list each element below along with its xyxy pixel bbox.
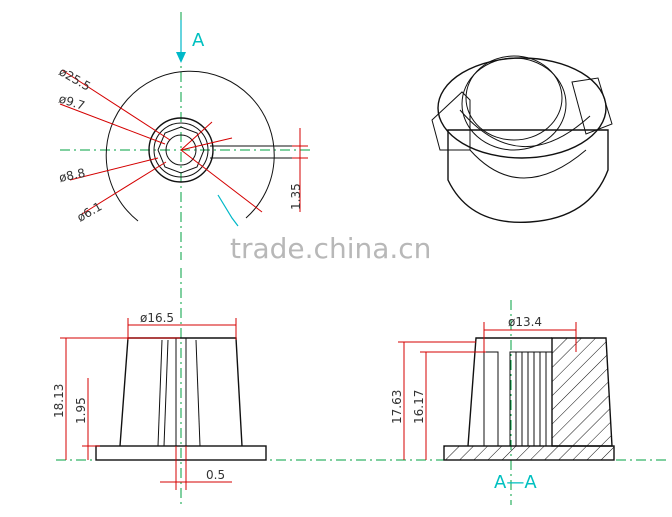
leader-outer xyxy=(61,69,171,141)
top-view-spline-bore xyxy=(157,126,205,174)
leader-ray-2 xyxy=(180,149,263,213)
section-arrow-bottom xyxy=(217,194,239,227)
dim-front-base: 1.95 xyxy=(74,397,88,424)
dim-flat-height: 1.35 xyxy=(289,183,303,210)
dim-front-diameter: ø16.5 xyxy=(140,311,174,325)
leader-inner xyxy=(81,161,167,215)
section-label-bottom: A—A xyxy=(494,472,537,493)
top-view-outer-circle xyxy=(105,70,275,222)
section-view-left-rib xyxy=(483,351,499,447)
dim-mid-diameter: ø9.7 xyxy=(57,92,86,113)
front-view-flute-1 xyxy=(157,339,163,447)
top-view-inner-bore xyxy=(165,134,197,166)
leader-ray-1 xyxy=(180,137,233,151)
front-view-flute-2 xyxy=(163,339,169,447)
iso-flange-right xyxy=(571,77,613,135)
iso-inner-curve xyxy=(459,109,591,148)
dim-section-height: 17.63 xyxy=(390,390,404,424)
section-view: ø13.4 17.63 16.17 A—A xyxy=(390,300,615,505)
section-view-wall-right xyxy=(551,337,613,447)
iso-lower-curve xyxy=(469,149,587,179)
dim-outer-diameter: ø25.5 xyxy=(57,64,93,93)
iso-rim xyxy=(437,57,607,159)
front-view-flute-3 xyxy=(195,339,201,447)
leader-ray-3 xyxy=(180,121,213,151)
section-view-base xyxy=(443,445,615,461)
section-view-bore xyxy=(509,351,553,447)
front-view-base xyxy=(95,445,267,461)
dim-front-gap: 0.5 xyxy=(206,468,225,482)
front-view: ø16.5 18.13 1.95 0.5 xyxy=(52,268,666,505)
leader-bore xyxy=(69,157,159,181)
dim-section-inner-height: 16.17 xyxy=(412,390,426,424)
leader-mid xyxy=(59,103,166,145)
dim-section-diameter: ø13.4 xyxy=(508,315,542,329)
iso-flange-left xyxy=(431,91,471,151)
iso-top-face xyxy=(461,57,567,151)
section-arrowhead-top xyxy=(176,52,186,63)
dim-bore-diameter: ø8.8 xyxy=(58,166,87,185)
iso-body xyxy=(447,129,609,224)
isometric-view xyxy=(431,55,613,224)
watermark: trade.china.cn xyxy=(230,232,431,265)
top-view-hub-outer xyxy=(148,117,214,183)
iso-top-face-inner xyxy=(465,55,563,141)
dim-front-height: 18.13 xyxy=(52,384,66,418)
top-view: A ø25.5 ø9.7 ø8.8 ø6.1 1.35 xyxy=(57,12,310,260)
section-label-top: A xyxy=(192,30,205,51)
top-view-hub-mid xyxy=(153,122,209,178)
